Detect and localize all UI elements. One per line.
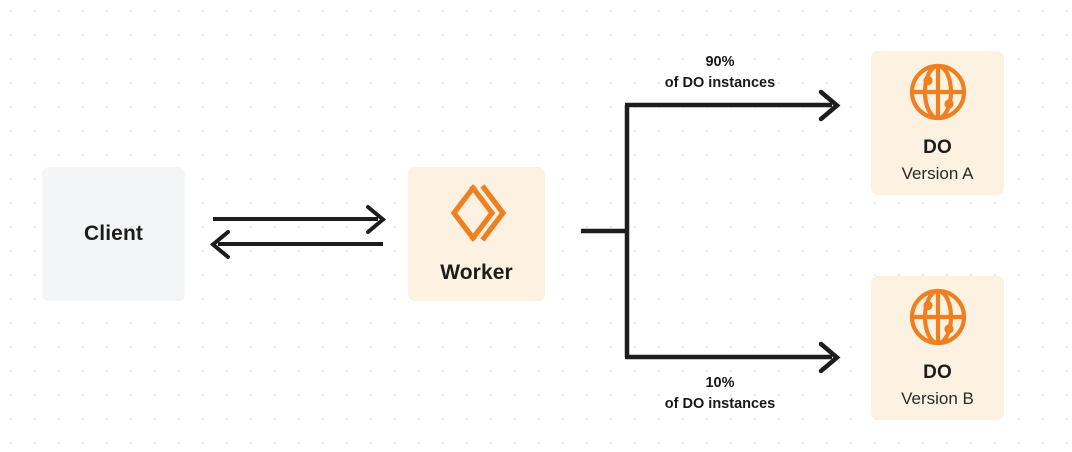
- workers-logo-icon: [446, 182, 508, 244]
- arrow-worker-to-do-a: [625, 89, 841, 122]
- edge-label-do-a-text: of DO instances: [664, 75, 776, 92]
- node-do-version-a[interactable]: DO Version A: [871, 51, 1004, 195]
- node-do-b-label: DO: [923, 362, 952, 384]
- node-worker[interactable]: Worker: [408, 167, 545, 301]
- globe-icon: [907, 286, 969, 348]
- branch-connector: [581, 105, 630, 357]
- edge-label-do-b: 10% of DO instances: [620, 373, 820, 415]
- edge-label-do-a-percent: 90%: [705, 54, 735, 70]
- node-client[interactable]: Client: [42, 167, 185, 301]
- node-client-label: Client: [84, 222, 143, 246]
- node-do-version-b[interactable]: DO Version B: [871, 276, 1004, 420]
- node-do-b-sublabel: Version B: [901, 389, 974, 409]
- arrow-worker-to-client: [209, 230, 383, 259]
- edge-label-do-b-text: of DO instances: [664, 396, 776, 413]
- arrow-worker-to-do-b: [625, 341, 841, 374]
- node-do-a-sublabel: Version A: [901, 164, 974, 184]
- globe-icon: [907, 61, 969, 123]
- node-worker-label: Worker: [440, 261, 513, 285]
- edge-label-do-b-percent: 10%: [705, 375, 735, 391]
- arrow-client-to-worker: [213, 205, 387, 234]
- edge-label-do-a: 90% of DO instances: [620, 52, 820, 94]
- node-do-a-label: DO: [923, 137, 952, 159]
